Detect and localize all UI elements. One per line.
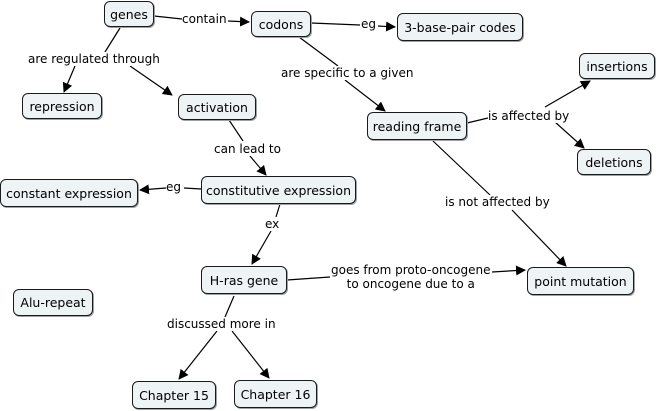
concept-point-mutation[interactable]: point mutation <box>527 267 634 295</box>
edge-hras-goesfrom <box>286 276 331 281</box>
link-discussed-more-in: discussed more in <box>167 317 276 331</box>
link-goes-from-line-1: goes from proto-oncogene <box>331 263 491 277</box>
concept-constitutive-expression[interactable]: constitutive expression <box>201 176 356 204</box>
edge-regulated-activation <box>129 65 173 96</box>
concept-constant-expression[interactable]: constant expression <box>0 179 138 207</box>
concept-3-base-pair-codes[interactable]: 3-base-pair codes <box>397 13 523 41</box>
link-eg-codons: eg <box>361 17 376 31</box>
edge-goesfrom-point <box>491 265 526 276</box>
link-are-regulated-through: are regulated through <box>28 52 160 66</box>
link-are-specific-to-a-given: are specific to a given <box>281 66 414 80</box>
edge-regulated-repression <box>62 65 76 93</box>
edge-affected-deletions <box>554 121 585 149</box>
edge-ex-hras <box>251 230 272 265</box>
edge-specific-frame <box>344 79 386 112</box>
concept-codons[interactable]: codons <box>251 11 311 37</box>
edge-frame-notaffected <box>432 140 491 196</box>
edge-notaffected-point <box>511 209 567 267</box>
edge-discussed-ch15 <box>178 330 218 380</box>
edge-canlead-constitutive <box>249 155 267 176</box>
edge-codons-eg <box>310 22 361 26</box>
edge-codons-specific <box>298 36 339 67</box>
edge-affected-insertions <box>544 80 591 108</box>
link-is-not-affected-by: is not affected by <box>445 195 550 209</box>
edge-discussed-ch16 <box>231 330 270 379</box>
edge-activation-canlead <box>228 119 244 142</box>
link-goes-from-line-2: to oncogene due to a <box>346 277 475 291</box>
edge-hras-discussed <box>224 295 235 318</box>
link-eg-constitutive: eg <box>166 180 181 194</box>
edge-contain-codons <box>227 16 250 27</box>
link-ex: ex <box>265 217 280 231</box>
concept-repression[interactable]: repression <box>22 93 102 119</box>
link-goes-from-proto-oncogene: goes from proto-oncogene to oncogene due… <box>331 263 491 291</box>
concept-deletions[interactable]: deletions <box>577 149 651 175</box>
edge-eg-3bp <box>377 21 396 32</box>
concept-activation[interactable]: activation <box>178 94 256 120</box>
edge-genes-regulated <box>104 27 121 53</box>
concept-alu-repeat[interactable]: Alu-repeat <box>13 289 93 316</box>
concept-reading-frame[interactable]: reading frame <box>367 112 467 140</box>
edge-eg-constant <box>139 184 167 195</box>
concept-genes[interactable]: genes <box>104 1 154 27</box>
concept-h-ras-gene[interactable]: H-ras gene <box>201 266 287 294</box>
edge-constitutive-ex <box>275 203 281 218</box>
link-can-lead-to: can lead to <box>214 142 281 156</box>
concept-insertions[interactable]: insertions <box>579 53 655 79</box>
edge-frame-affected <box>466 117 489 124</box>
edge-constitutive-eg <box>183 187 202 190</box>
concept-chapter-15[interactable]: Chapter 15 <box>132 381 216 409</box>
concept-chapter-16[interactable]: Chapter 16 <box>234 380 317 408</box>
edge-genes-contain <box>153 15 183 20</box>
link-is-affected-by: is affected by <box>488 109 570 123</box>
link-contain: contain <box>182 12 227 26</box>
